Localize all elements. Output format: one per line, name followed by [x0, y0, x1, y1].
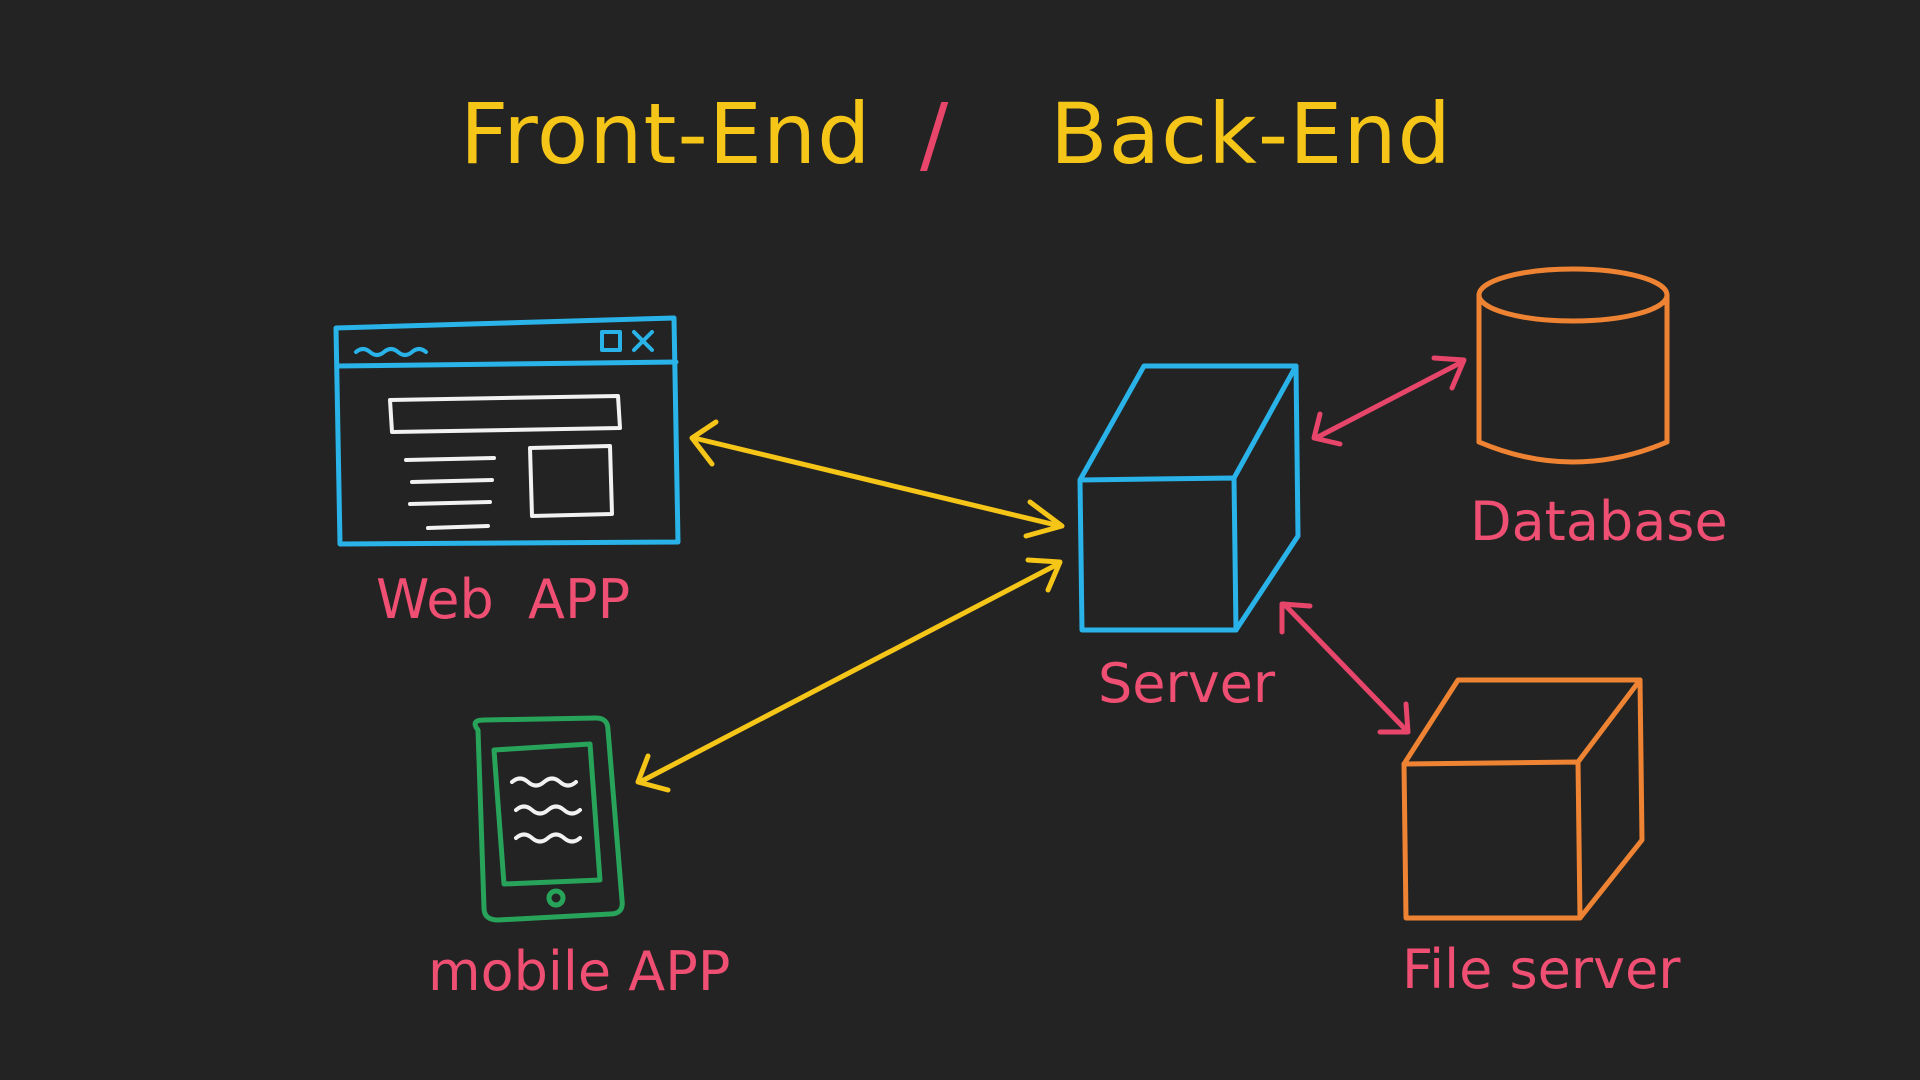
title-separator: / [920, 85, 949, 183]
web-app-label: Web APP [376, 568, 630, 631]
database-label: Database [1470, 490, 1728, 553]
database-cylinder-icon [1476, 266, 1670, 465]
mobile-app-label: mobile APP [428, 940, 730, 1003]
browser-window-icon [333, 315, 681, 547]
file-server-label: File server [1402, 938, 1681, 1001]
mobile-screen-lines [510, 776, 582, 844]
server-label: Server [1098, 652, 1276, 715]
arrow-server-database [1311, 355, 1467, 447]
title-front-end: Front-End [460, 85, 871, 183]
file-server-cube-icon [1401, 677, 1645, 921]
title-back-end: Back-End [1050, 85, 1452, 183]
arrow-mobile-app-server [635, 557, 1063, 793]
server-cube-icon [1077, 363, 1301, 633]
arrow-web-app-server [689, 419, 1065, 539]
arrow-server-file-server [1279, 601, 1411, 735]
mobile-device-icon [472, 715, 625, 923]
